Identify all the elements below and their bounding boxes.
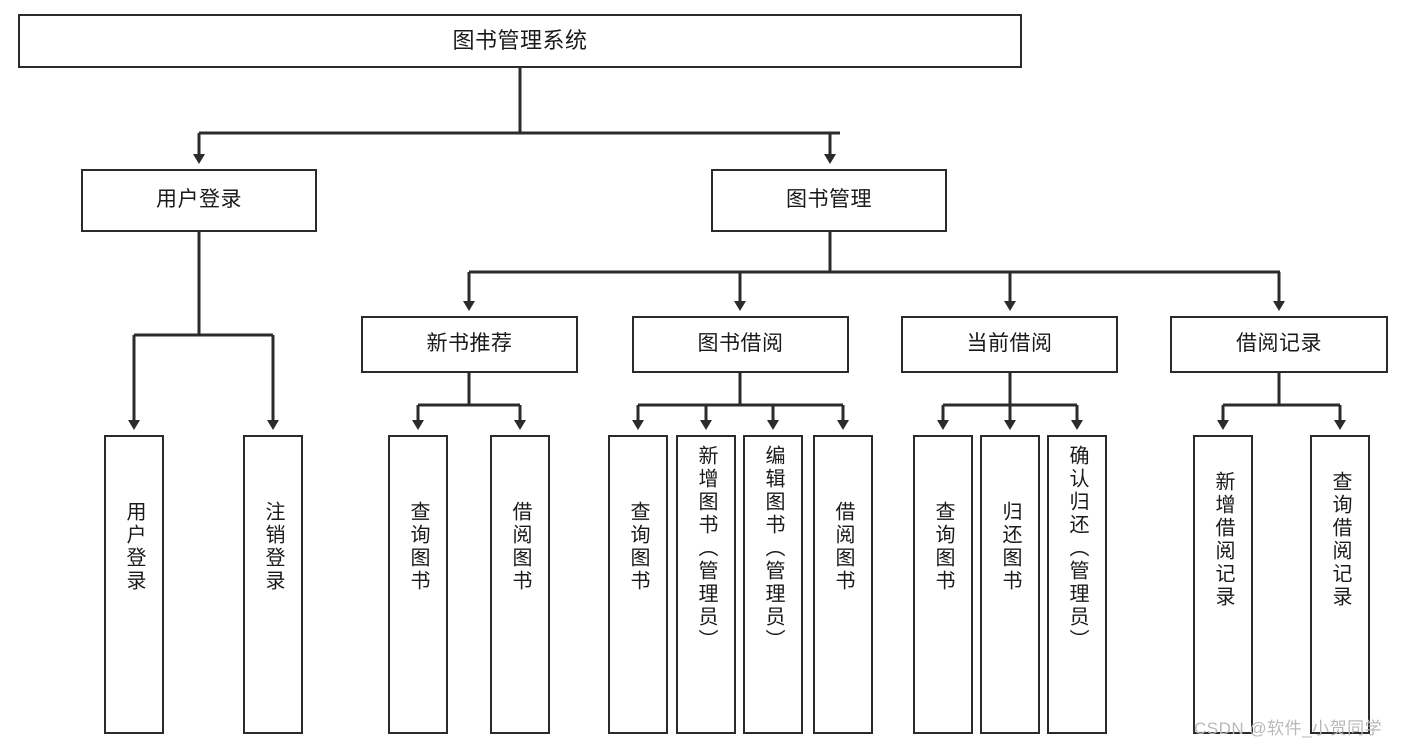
node-label: 确认归还（管理员） bbox=[1066, 445, 1088, 652]
node-leaf-borrow-query-book[interactable]: 查询图书 bbox=[608, 435, 668, 734]
node-current-borrow[interactable]: 当前借阅 bbox=[901, 316, 1118, 373]
node-leaf-current-return-book[interactable]: 归还图书 bbox=[980, 435, 1040, 734]
node-leaf-current-query-book[interactable]: 查询图书 bbox=[913, 435, 973, 734]
node-leaf-borrow-add-book-admin[interactable]: 新增图书（管理员） bbox=[676, 435, 736, 734]
node-root-book-management-system[interactable]: 图书管理系统 bbox=[18, 14, 1022, 68]
node-leaf-record-add-record[interactable]: 新增借阅记录 bbox=[1193, 435, 1253, 734]
node-label: 新增借阅记录 bbox=[1212, 471, 1234, 609]
node-label: 借阅图书 bbox=[509, 501, 531, 593]
node-label: 编辑图书（管理员） bbox=[762, 445, 784, 652]
node-label: 归还图书 bbox=[999, 501, 1021, 593]
node-leaf-new-book-query[interactable]: 查询图书 bbox=[388, 435, 448, 734]
node-label: 新书推荐 bbox=[426, 332, 513, 356]
node-label: 查询图书 bbox=[407, 501, 429, 593]
node-user-login[interactable]: 用户登录 bbox=[81, 169, 317, 232]
node-leaf-record-query-record[interactable]: 查询借阅记录 bbox=[1310, 435, 1370, 734]
node-label: 用户登录 bbox=[156, 188, 242, 212]
node-new-book-recommend[interactable]: 新书推荐 bbox=[361, 316, 578, 373]
node-label: 图书管理 bbox=[786, 188, 872, 212]
node-label: 查询图书 bbox=[932, 501, 954, 593]
node-label: 查询图书 bbox=[627, 501, 649, 593]
node-book-borrow[interactable]: 图书借阅 bbox=[632, 316, 849, 373]
node-label: 当前借阅 bbox=[966, 332, 1053, 356]
node-leaf-borrow-edit-book-admin[interactable]: 编辑图书（管理员） bbox=[743, 435, 803, 734]
node-label: 新增图书（管理员） bbox=[695, 445, 717, 652]
node-label: 注销登录 bbox=[262, 501, 284, 593]
node-label: 借阅图书 bbox=[832, 501, 854, 593]
node-label: 查询借阅记录 bbox=[1329, 471, 1351, 609]
node-borrow-record[interactable]: 借阅记录 bbox=[1170, 316, 1388, 373]
node-label: 图书借阅 bbox=[697, 332, 784, 356]
node-leaf-user-login-signin[interactable]: 用户登录 bbox=[104, 435, 164, 734]
node-leaf-current-confirm-return-admin[interactable]: 确认归还（管理员） bbox=[1047, 435, 1107, 734]
node-label: 用户登录 bbox=[123, 501, 145, 593]
node-leaf-borrow-borrow-book[interactable]: 借阅图书 bbox=[813, 435, 873, 734]
csdn-watermark: CSDN @软件_小贺同学 bbox=[1194, 719, 1383, 738]
node-leaf-user-login-signout[interactable]: 注销登录 bbox=[243, 435, 303, 734]
node-label: 借阅记录 bbox=[1236, 332, 1322, 356]
node-label: 图书管理系统 bbox=[452, 28, 588, 54]
node-leaf-new-book-borrow[interactable]: 借阅图书 bbox=[490, 435, 550, 734]
node-book-management[interactable]: 图书管理 bbox=[711, 169, 947, 232]
